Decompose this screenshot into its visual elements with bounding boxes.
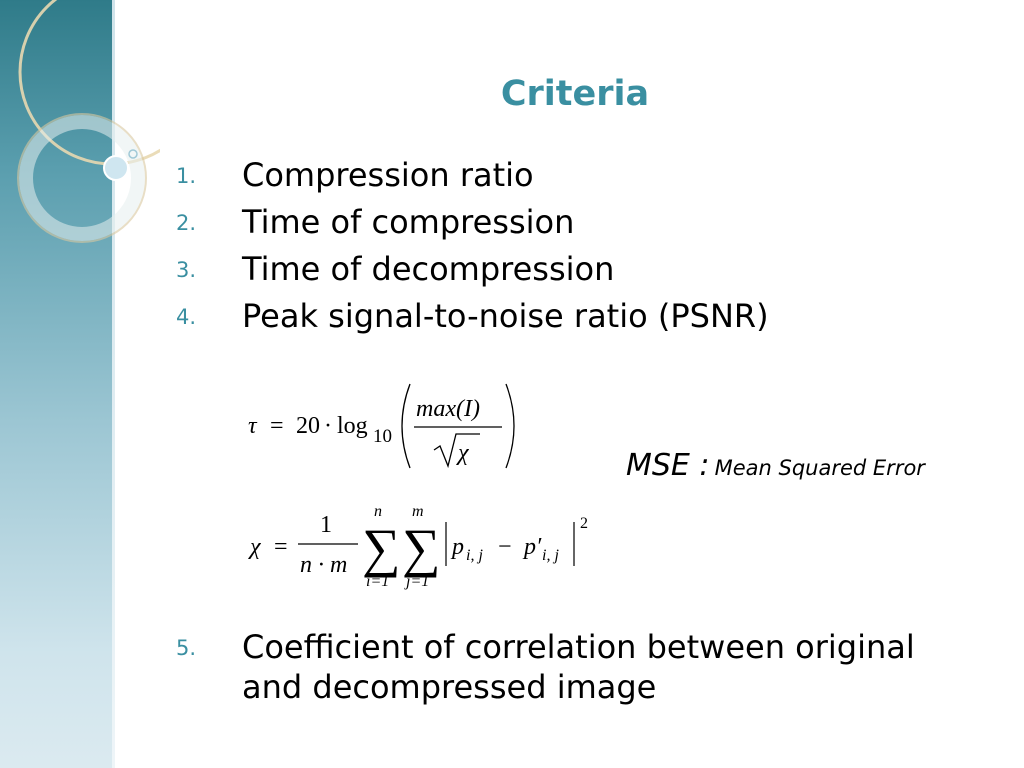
- formula-eq: =: [274, 534, 288, 560]
- formula-eq: =: [270, 413, 284, 439]
- slide-title: Criteria: [500, 74, 650, 114]
- mse-abbreviation: MSE :: [626, 448, 710, 483]
- formula-chi: χ: [248, 534, 262, 560]
- sum-sign: ∑: [362, 518, 401, 578]
- formula-term2-sub: i, j: [542, 547, 559, 564]
- list-number: 2.: [176, 211, 197, 235]
- mse-formula: χ = 1 n · m n ∑ i=1 m ∑ j=1 p i, j − p′ …: [248, 503, 588, 590]
- formula-minus: −: [498, 534, 512, 560]
- formula-const: 20: [296, 413, 320, 439]
- formula-log-base: 10: [373, 426, 392, 447]
- right-paren: [505, 383, 515, 469]
- formula-power: 2: [580, 515, 588, 532]
- formula-term1: p: [450, 534, 464, 560]
- formula-sqrt-arg: χ: [456, 440, 470, 466]
- list-text-line2: and decompressed image: [242, 668, 657, 706]
- formula-tau: τ: [248, 413, 258, 439]
- formula-log: log: [337, 413, 368, 439]
- list-text: Time of compression: [242, 203, 575, 241]
- sum-bottom: i=1: [366, 573, 389, 590]
- sidebar-edge: [112, 0, 115, 768]
- formula-numerator: 1: [320, 512, 332, 538]
- decorative-circles: [17, 0, 160, 243]
- left-paren: [401, 383, 411, 469]
- formula-term1-sub: i, j: [466, 547, 483, 564]
- formula-dot: ·: [324, 413, 332, 439]
- sum-bottom: j=1: [404, 573, 429, 590]
- list-number: 5.: [176, 636, 197, 660]
- sqrt-sign: [433, 433, 480, 469]
- mse-full-name: Mean Squared Error: [714, 456, 925, 480]
- list-text: Peak signal-to-noise ratio (PSNR): [242, 297, 769, 335]
- list-number: 1.: [176, 164, 197, 188]
- formula-numerator: max(I): [416, 396, 480, 422]
- list-text: Compression ratio: [242, 156, 534, 194]
- psnr-formula: τ = 20 · log 10 max(I) χ: [248, 383, 515, 469]
- list-text: Time of decompression: [242, 250, 615, 288]
- formula-denominator: n · m: [300, 552, 347, 578]
- sum-sign: ∑: [402, 518, 441, 578]
- list-text-line1: Coefficient of correlation between origi…: [242, 628, 915, 666]
- list-number: 4.: [176, 305, 197, 329]
- sum-top: m: [412, 503, 424, 520]
- mse-label: MSE : Mean Squared Error: [626, 448, 925, 483]
- sum-top: n: [374, 503, 382, 520]
- formula-term2: p′: [522, 534, 542, 560]
- list-number: 3.: [176, 258, 197, 282]
